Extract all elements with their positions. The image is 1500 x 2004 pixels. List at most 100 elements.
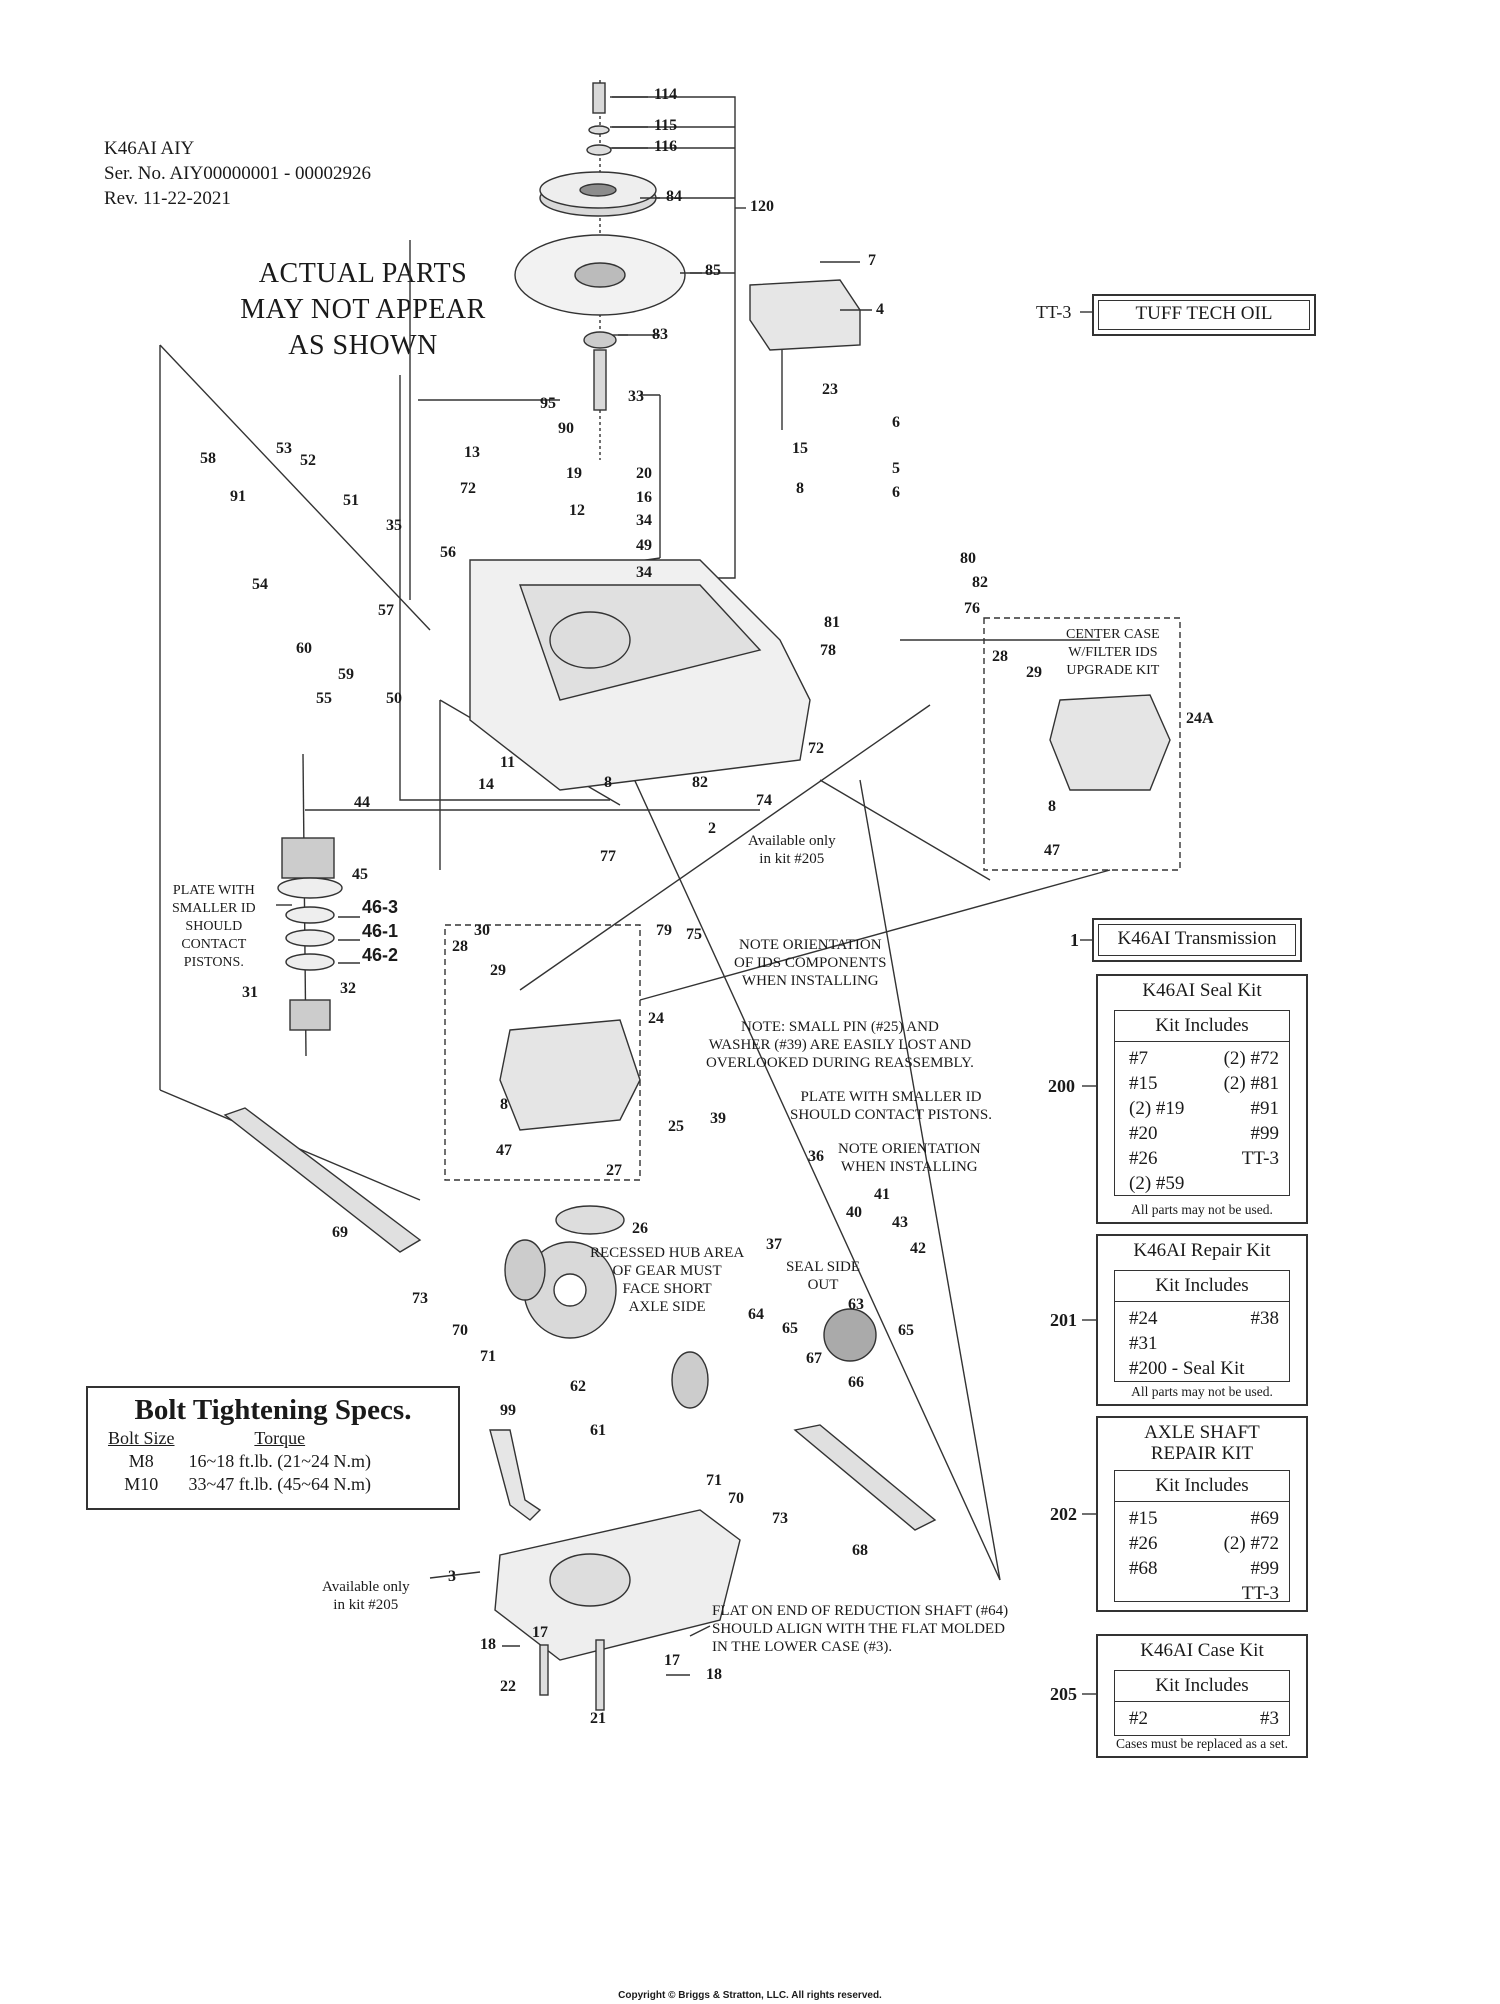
part-label-68: 68	[852, 1542, 868, 1559]
oil-ref: TT-3	[1036, 302, 1072, 322]
part-label-13: 13	[464, 444, 480, 461]
part-label-18a: 18	[480, 1636, 496, 1653]
part-label-73b: 73	[772, 1510, 788, 1527]
part-label-33: 33	[628, 388, 644, 405]
part-label-50: 50	[386, 690, 402, 707]
note-plate-left: PLATE WITH SMALLER ID SHOULD CONTACT PIS…	[172, 883, 256, 970]
bolt-specs-table: Bolt Size Torque M8 16~18 ft.lb. (21~24 …	[108, 1427, 385, 1496]
part-label-23: 23	[822, 381, 838, 398]
part-label-26: 26	[632, 1220, 648, 1237]
part-label-8b: 8	[604, 774, 612, 791]
part-label-44: 44	[354, 794, 370, 811]
part-label-5: 5	[892, 460, 900, 477]
part-label-71a: 71	[480, 1348, 496, 1365]
part-label-75: 75	[686, 926, 702, 943]
part-label-7: 7	[868, 252, 876, 269]
part-label-114: 114	[654, 86, 678, 103]
part-label-62: 62	[570, 1378, 586, 1395]
part-label-60: 60	[296, 640, 312, 657]
axle-kit-title: AXLE SHAFT REPAIR KIT	[1144, 1422, 1260, 1464]
part-label-40: 40	[846, 1204, 862, 1221]
part-label-57: 57	[378, 602, 394, 619]
bolt-specs-title: Bolt Tightening Specs.	[134, 1394, 412, 1426]
part-label-18b: 18	[706, 1666, 722, 1683]
part-label-46-2: 46-2	[362, 945, 399, 965]
header-block: K46AI AIY Ser. No. AIY00000001 - 0000292…	[104, 136, 371, 211]
part-label-59: 59	[338, 666, 354, 683]
serial-range: Ser. No. AIY00000001 - 00002926	[104, 163, 372, 184]
part-label-8d: 8	[500, 1096, 508, 1113]
part-label-39: 39	[710, 1110, 726, 1127]
note-flat-end: FLAT ON END OF REDUCTION SHAFT (#64) SHO…	[712, 1603, 1009, 1655]
part-label-43: 43	[892, 1214, 908, 1231]
part-label-19: 19	[566, 465, 582, 482]
part-label-115: 115	[654, 117, 678, 134]
part-label-29b: 29	[490, 962, 506, 979]
part-label-70b: 70	[728, 1490, 744, 1507]
part-label-81: 81	[824, 614, 840, 631]
part-label-71b: 71	[706, 1472, 722, 1489]
part-label-46-3: 46-3	[362, 897, 399, 917]
part-label-42: 42	[910, 1240, 926, 1257]
axle-kit-ref: 202	[1050, 1504, 1077, 1524]
part-label-53: 53	[276, 440, 292, 457]
seal-kit-note: All parts may not be used.	[1131, 1202, 1273, 1217]
part-label-45: 45	[352, 866, 368, 883]
part-label-3: 3	[448, 1568, 456, 1585]
part-label-28a: 28	[992, 648, 1008, 665]
oil-box: TUFF TECH OIL	[1092, 294, 1316, 336]
part-label-79: 79	[656, 922, 672, 939]
seal-kit-items: #7(2) #72 #15(2) #81 (2) #19#91 #20#99 #…	[1129, 1048, 1279, 1194]
note-hub-area: RECESSED HUB AREA OF GEAR MUST FACE SHOR…	[590, 1245, 745, 1315]
note-orientation-install: NOTE ORIENTATION WHEN INSTALLING	[838, 1141, 981, 1175]
axle-kit-contents: Kit Includes #15#69 #26(2) #72 #68#99 TT…	[1114, 1470, 1290, 1604]
repair-kit-title: K46AI Repair Kit	[1133, 1240, 1271, 1261]
part-label-46-1: 46-1	[362, 921, 399, 941]
table-row: M10 33~47 ft.lb. (45~64 N.m)	[124, 1474, 371, 1494]
part-label-4: 4	[876, 301, 884, 318]
part-label-15: 15	[792, 440, 808, 457]
part-label-8c: 8	[1048, 798, 1056, 815]
seal-kit-box: K46AI Seal Kit Kit Includes #7(2) #72 #1…	[1096, 974, 1308, 1224]
part-label-80: 80	[960, 550, 976, 567]
part-label-120: 120	[750, 198, 774, 215]
part-label-54: 54	[252, 576, 268, 593]
bolt-specs-box: Bolt Tightening Specs. Bolt Size Torque …	[86, 1386, 460, 1510]
part-label-65b: 65	[898, 1322, 914, 1339]
part-label-51: 51	[343, 492, 359, 509]
part-label-2: 2	[708, 820, 716, 837]
part-label-35: 49	[636, 537, 652, 554]
case-kit-ref: 205	[1050, 1684, 1077, 1704]
model-name: K46AI AIY	[104, 138, 195, 159]
part-label-24: 24	[648, 1010, 664, 1027]
part-label-6b: 6	[892, 484, 900, 501]
copyright-notice: Copyright © Briggs & Stratton, LLC. All …	[618, 1990, 882, 2001]
part-label-16: 16	[636, 489, 652, 506]
part-label-72a: 72	[460, 480, 476, 497]
note-small-pin: NOTE: SMALL PIN (#25) AND WASHER (#39) A…	[706, 1019, 974, 1071]
part-label-14: 14	[478, 776, 494, 793]
note-available-case-2: Available only in kit #205	[748, 833, 836, 867]
note-seal-side: SEAL SIDE OUT	[786, 1259, 861, 1293]
seal-kit-ref: 200	[1048, 1076, 1075, 1096]
part-label-47b: 47	[496, 1142, 512, 1159]
seal-kit-contents: Kit Includes #7(2) #72 #15(2) #81 (2) #1…	[1114, 1010, 1290, 1196]
part-label-36: 36	[808, 1148, 824, 1165]
oil-label: TUFF TECH OIL	[1135, 303, 1273, 324]
transmission-box: K46AI Transmission	[1092, 918, 1302, 962]
repair-kit-contents: Kit Includes #24#38 #31 #200 - Seal Kit	[1114, 1270, 1290, 1382]
part-label-90: 90	[558, 420, 574, 437]
part-label-83: 83	[652, 326, 668, 343]
part-label-65a: 65	[782, 1320, 798, 1337]
case-kit-contents: Kit Includes #2#3	[1114, 1670, 1290, 1736]
part-label-61: 61	[590, 1422, 606, 1439]
part-label-34a: 34	[636, 512, 652, 529]
part-label-37: 37	[766, 1236, 782, 1253]
part-label-55: 55	[316, 690, 332, 707]
repair-kit-box: K46AI Repair Kit Kit Includes #24#38 #31…	[1096, 1234, 1308, 1406]
revision-date: Rev. 11-22-2021	[104, 188, 231, 209]
seal-kit-title: K46AI Seal Kit	[1142, 980, 1262, 1001]
transmission-ref: 1	[1070, 930, 1079, 950]
axle-kit-box: AXLE SHAFT REPAIR KIT Kit Includes #15#6…	[1096, 1416, 1308, 1612]
part-label-25: 25	[668, 1118, 684, 1135]
